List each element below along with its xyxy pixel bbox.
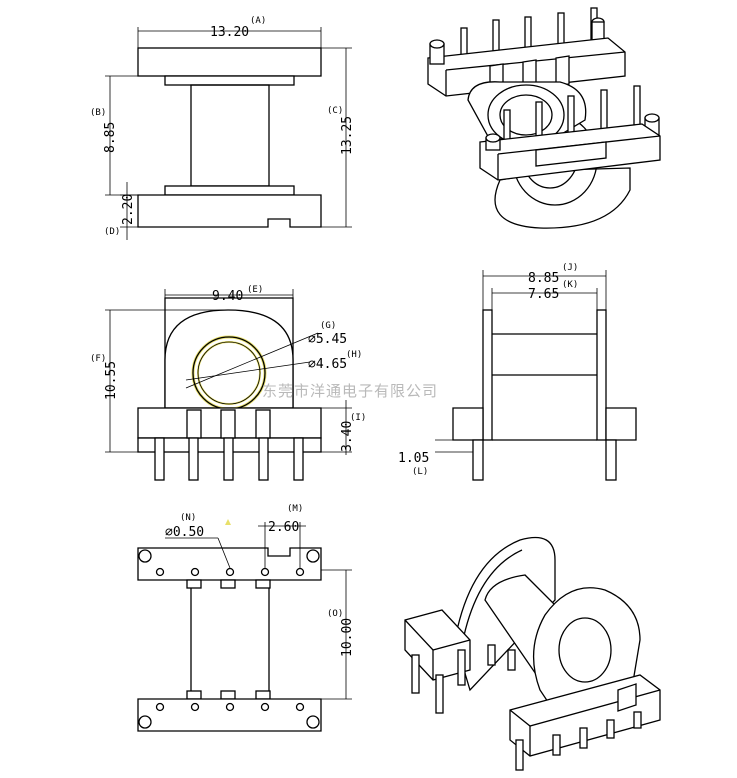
dim-k-value: 7.65 [528, 287, 559, 302]
warning-marker-icon [225, 519, 231, 525]
dim-h-value: ⌀4.65 [308, 357, 347, 372]
dim-d-value: 2.20 [121, 194, 136, 225]
dim-h-tag: (H) [346, 350, 362, 360]
dim-j-tag: (J) [562, 263, 578, 273]
dim-l-value: 1.05 [398, 451, 429, 466]
watermark-text: 东莞市洋通电子有限公司 [262, 382, 438, 400]
dim-i-value: 3.40 [340, 421, 355, 452]
dim-o-tag: (O) [327, 609, 343, 619]
isometric-top-view [427, 7, 661, 229]
dim-d-tag: (D) [104, 227, 120, 237]
dim-o-value: 10.00 [340, 618, 355, 657]
dim-e-tag: (E) [247, 285, 263, 295]
bottom-view-dimensions: 2.60 (M) ⌀0.50 (N) 10.00 (O) [165, 504, 355, 700]
dim-j-value: 8.85 [528, 271, 559, 286]
dim-e-value: 9.40 [212, 289, 243, 304]
dim-g-value: ⌀5.45 [308, 332, 347, 347]
dim-f-tag: (F) [90, 354, 106, 364]
bottom-view [137, 547, 322, 732]
dim-c-tag: (C) [327, 106, 343, 116]
dim-b-value: 8.85 [103, 122, 118, 153]
dim-c-value: 13.25 [340, 116, 355, 155]
dim-b-tag: (B) [90, 108, 106, 118]
dim-k-tag: (K) [562, 280, 578, 290]
dim-a-value: 13.20 [210, 25, 249, 40]
dim-f-value: 10.55 [104, 361, 119, 400]
isometric-bottom-view [404, 536, 661, 771]
dim-a-tag: (A) [250, 16, 266, 26]
dim-g-tag: (G) [320, 321, 336, 331]
dim-l-tag: (L) [412, 467, 428, 477]
dim-n-value: ⌀0.50 [165, 525, 204, 540]
dim-m-tag: (M) [287, 504, 303, 514]
side-view-dimensions: 9.40 (E) 10.55 (F) ⌀5.45 (G) ⌀4.65 (H) 3… [90, 285, 438, 455]
front-view-dimensions: 13.20 (A) 8.85 (B) 13.25 (C) 2.20 (D) [90, 16, 355, 240]
front-view [137, 47, 322, 228]
end-view-dimensions: 8.85 (J) 7.65 (K) 1.05 (L) [398, 263, 607, 477]
dim-n-tag: (N) [180, 513, 196, 523]
dim-m-value: 2.60 [268, 520, 299, 535]
end-view [452, 309, 637, 481]
dim-i-tag: (I) [350, 413, 366, 423]
